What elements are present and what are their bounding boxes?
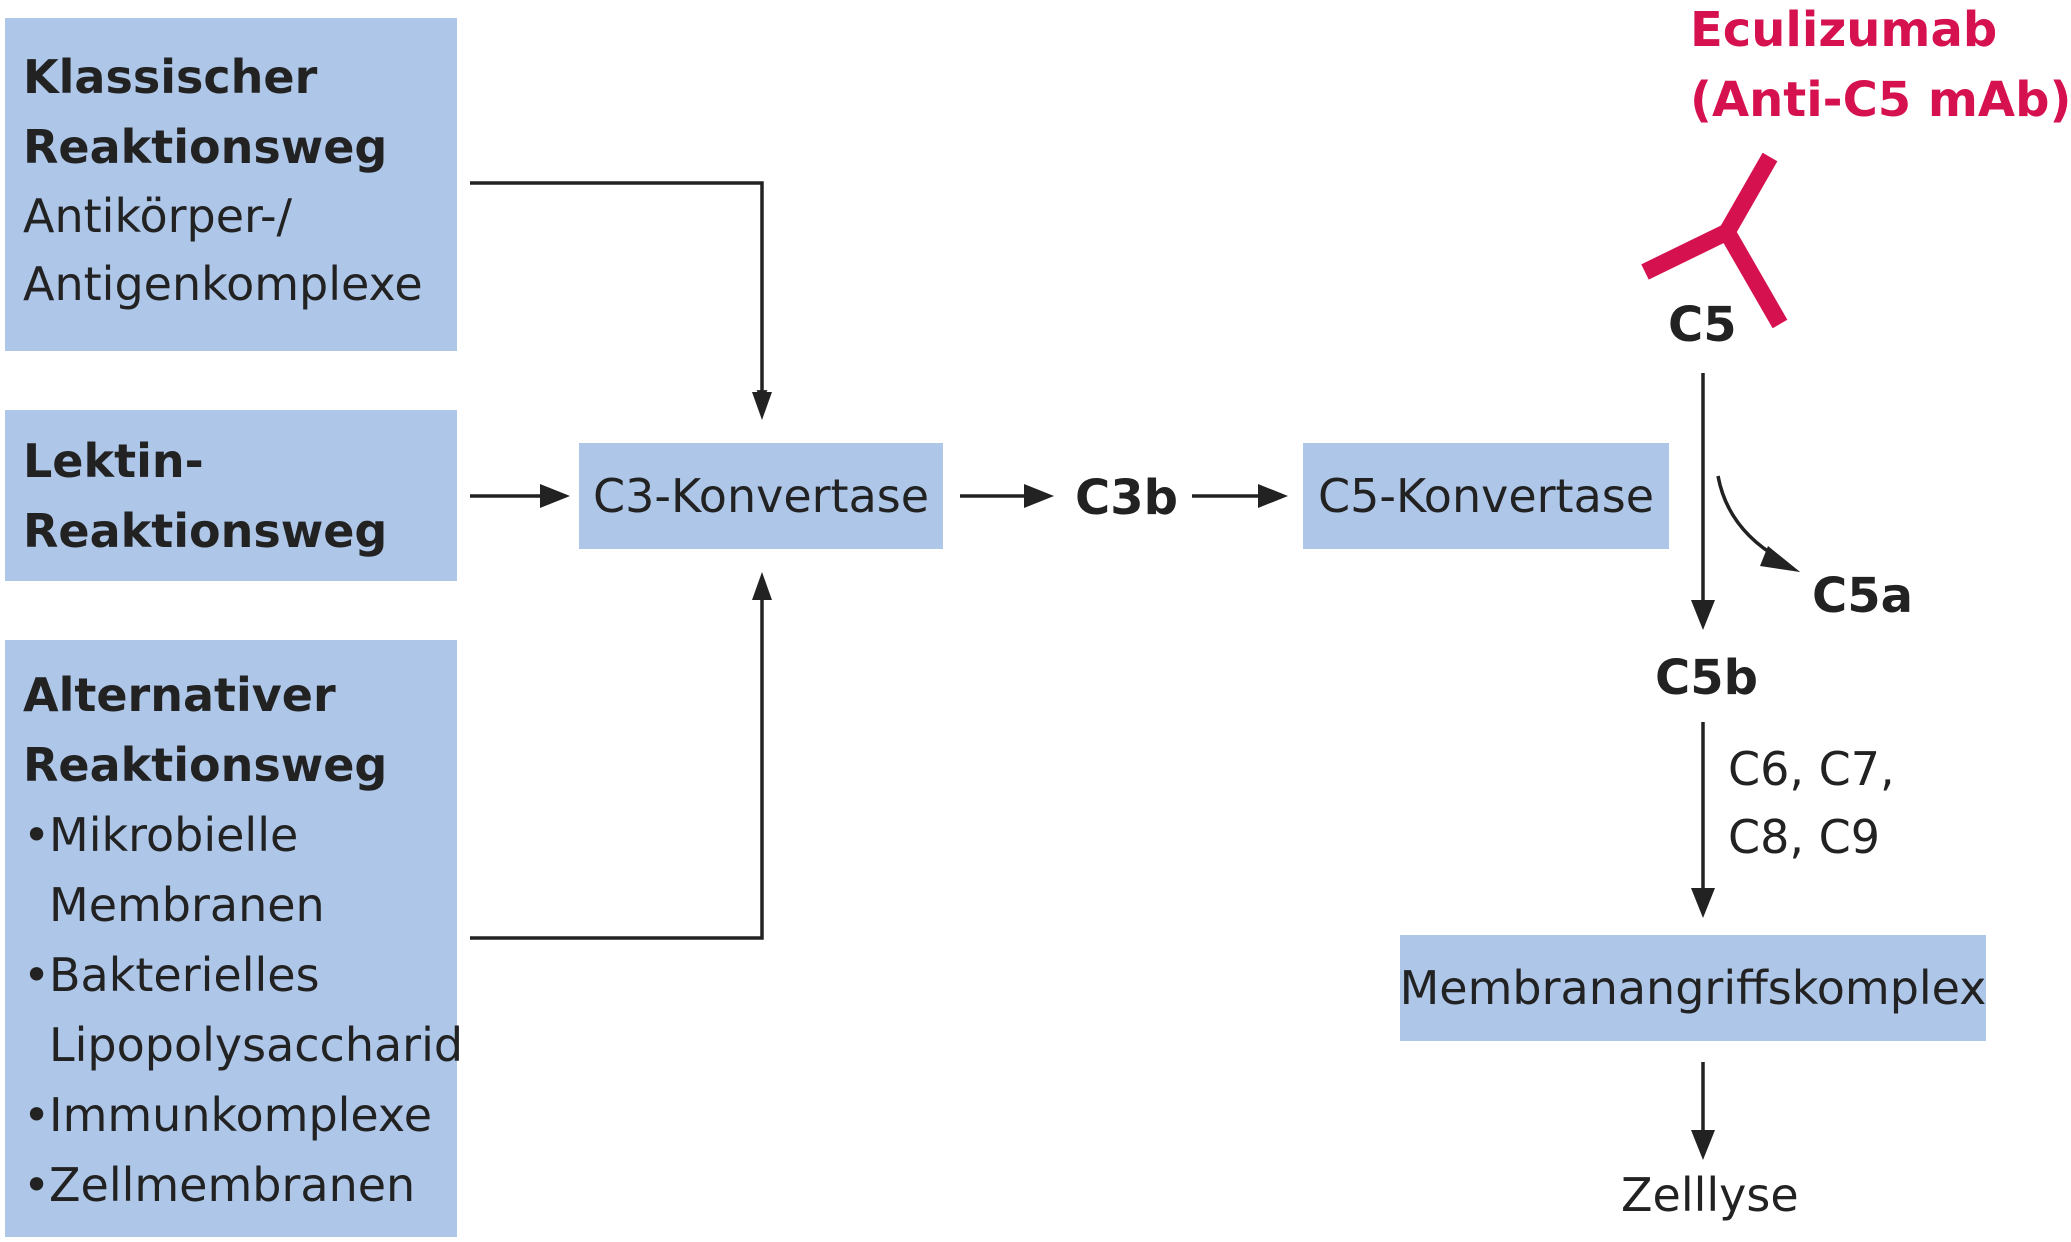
membrane-attack-complex-box: Membranangriffskomplex xyxy=(1400,935,1986,1041)
arrow-alternative-to-c3-convertase xyxy=(470,592,764,940)
lectin-pathway-title-line1: Lektin- xyxy=(23,434,204,488)
classical-pathway-title-line2: Reaktionsweg xyxy=(23,120,388,174)
alternative-pathway-title-line2: Reaktionsweg xyxy=(23,738,388,792)
drug-description: (Anti-C5 mAb) xyxy=(1690,72,2071,128)
list-item: •Mikrobielle xyxy=(23,808,299,862)
alternative-pathway-title-line1: Alternativer xyxy=(23,668,336,722)
antibody-icon xyxy=(1641,152,1788,329)
lectin-pathway-box: Lektin- Reaktionsweg xyxy=(5,410,457,581)
classical-pathway-detail-line2: Antigenkomplexe xyxy=(23,257,423,311)
c3-convertase-box: C3-Konvertase xyxy=(579,443,943,549)
drug-name: Eculizumab xyxy=(1690,2,1998,58)
list-item-continuation: Membranen xyxy=(49,878,325,932)
c5b-label: C5b xyxy=(1655,650,1758,706)
classical-pathway-box: Klassischer Reaktionsweg Antikörper-/ An… xyxy=(5,18,457,351)
c5-convertase-label: C5-Konvertase xyxy=(1317,469,1655,523)
membrane-attack-complex-label: Membranangriffskomplex xyxy=(1399,961,1987,1015)
c6-c9-label-line2: C8, C9 xyxy=(1728,810,1881,864)
list-item: •Immunkomplexe xyxy=(23,1088,433,1142)
c3-convertase-label: C3-Konvertase xyxy=(592,469,930,523)
c5-convertase-box: C5-Konvertase xyxy=(1303,443,1669,549)
c5-label: C5 xyxy=(1668,297,1737,353)
arrow-classical-to-c3-convertase xyxy=(470,181,768,402)
lectin-pathway-title-line2: Reaktionsweg xyxy=(23,504,388,558)
list-item-continuation: Lipopolysaccharid xyxy=(49,1018,464,1072)
classical-pathway-title-line1: Klassischer xyxy=(23,50,318,104)
list-item: •Zellmembranen xyxy=(23,1158,416,1212)
cell-lysis-label: Zelllyse xyxy=(1621,1168,1799,1222)
arrow-c5-to-c5a xyxy=(1716,475,1783,562)
c6-c9-label-line1: C6, C7, xyxy=(1728,742,1895,796)
list-item: •Bakterielles xyxy=(23,948,320,1002)
alternative-pathway-box: Alternativer Reaktionsweg •Mikrobielle M… xyxy=(5,640,464,1237)
c3b-label: C3b xyxy=(1075,470,1178,526)
c5a-label: C5a xyxy=(1812,568,1914,624)
classical-pathway-detail-line1: Antikörper-/ xyxy=(23,189,293,243)
arrow-layer xyxy=(470,152,1800,1160)
